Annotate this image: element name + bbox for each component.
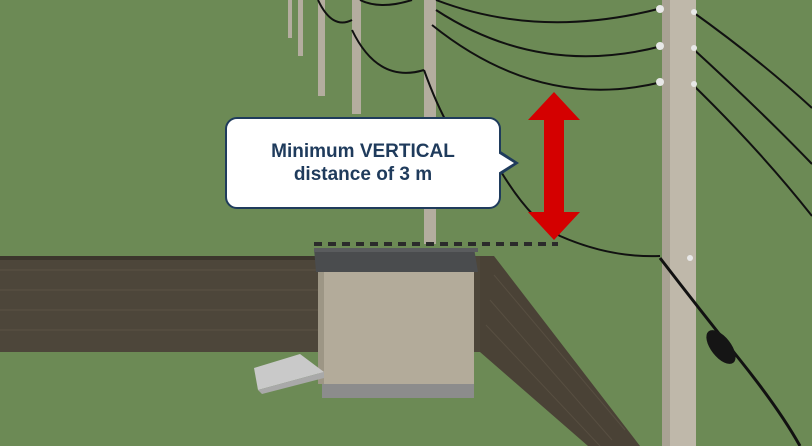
cable-insulator-icon — [706, 330, 736, 364]
callout-text: Minimum VERTICAL distance of 3 m — [271, 140, 455, 186]
callout-tail-fill — [498, 153, 514, 173]
insulators — [656, 5, 697, 261]
callout-line-1: Minimum VERTICAL — [271, 141, 455, 162]
down-cable — [658, 257, 802, 446]
overhead-wires — [317, 0, 812, 258]
callout-line-2: distance of 3 m — [293, 164, 433, 185]
clearance-callout: Minimum VERTICAL distance of 3 m — [225, 117, 501, 209]
ramp — [254, 354, 324, 390]
double-headed-vertical-arrow — [528, 92, 580, 240]
side-fence — [480, 256, 640, 446]
building — [314, 248, 478, 398]
